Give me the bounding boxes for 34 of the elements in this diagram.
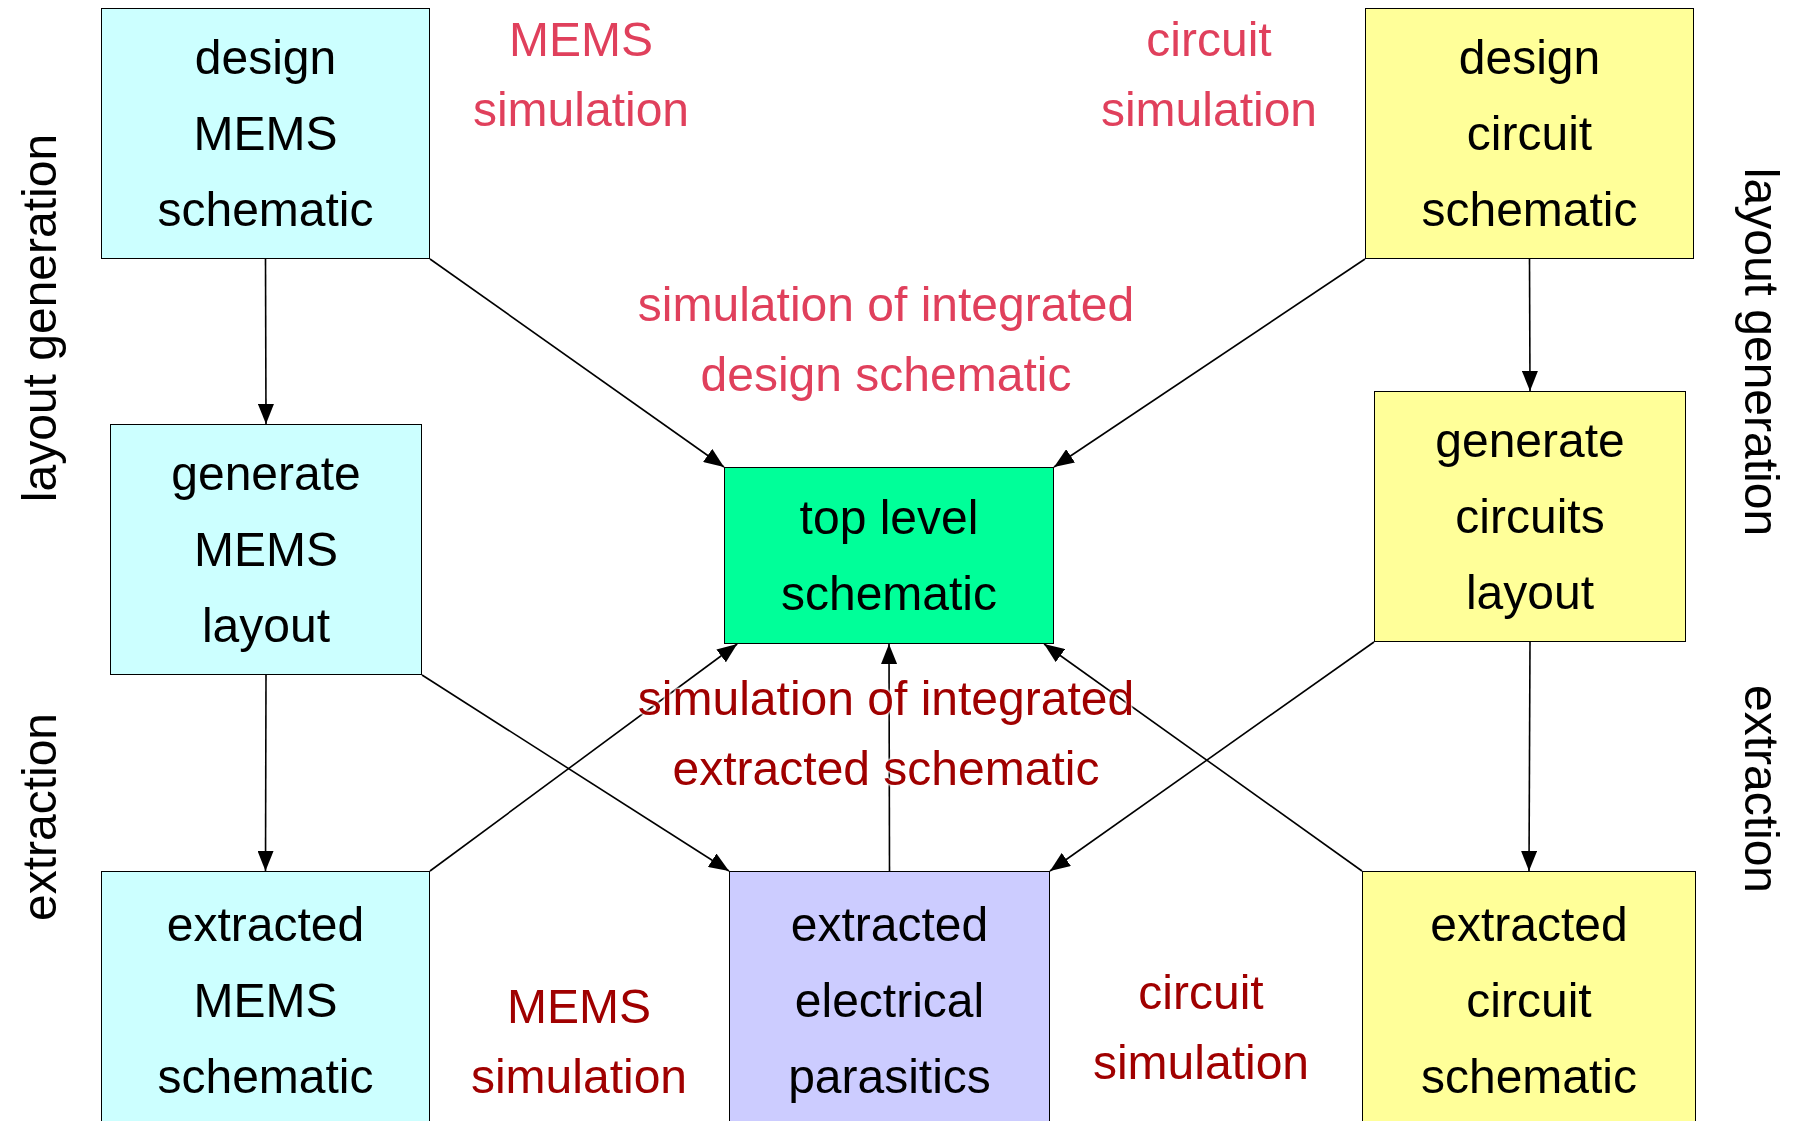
arrow <box>421 674 730 872</box>
box-label: generate circuits layout <box>1434 412 1626 621</box>
arrow <box>1053 258 1366 468</box>
box-label: extracted circuit schematic <box>1419 897 1639 1105</box>
arrow <box>429 643 738 872</box>
annotation: circuit simulation <box>1091 965 1311 1091</box>
side-label: extraction <box>1734 683 1789 896</box>
box-label: design MEMS schematic <box>156 29 375 238</box>
arrow <box>881 643 898 872</box>
box-label: extracted electrical parasitics <box>787 897 992 1105</box>
box-label: design circuit schematic <box>1420 29 1639 238</box>
box-label: top level schematic <box>779 489 999 622</box>
arrow <box>1521 641 1538 872</box>
annotation: circuit simulation <box>1099 12 1319 138</box>
process-box <box>729 871 1050 1121</box>
process-box <box>101 871 430 1121</box>
process-box <box>724 467 1054 644</box>
box-label: generate MEMS layout <box>170 445 362 654</box>
side-label: extraction <box>12 711 67 924</box>
annotation: MEMS simulation <box>469 979 689 1105</box>
arrow <box>429 258 725 468</box>
side-label: layout generation <box>1734 166 1789 539</box>
arrow <box>1521 258 1538 392</box>
process-box <box>101 8 430 259</box>
box-label: extracted MEMS schematic <box>156 897 375 1105</box>
process-box <box>1374 391 1686 642</box>
annotation: simulation of integrated design schematic <box>636 277 1136 403</box>
process-box <box>1362 871 1696 1121</box>
process-box <box>110 424 422 675</box>
arrow <box>257 258 274 425</box>
annotation: MEMS simulation <box>471 12 691 138</box>
side-label: layout generation <box>12 132 67 505</box>
arrow <box>257 674 274 872</box>
process-box <box>1365 8 1694 259</box>
